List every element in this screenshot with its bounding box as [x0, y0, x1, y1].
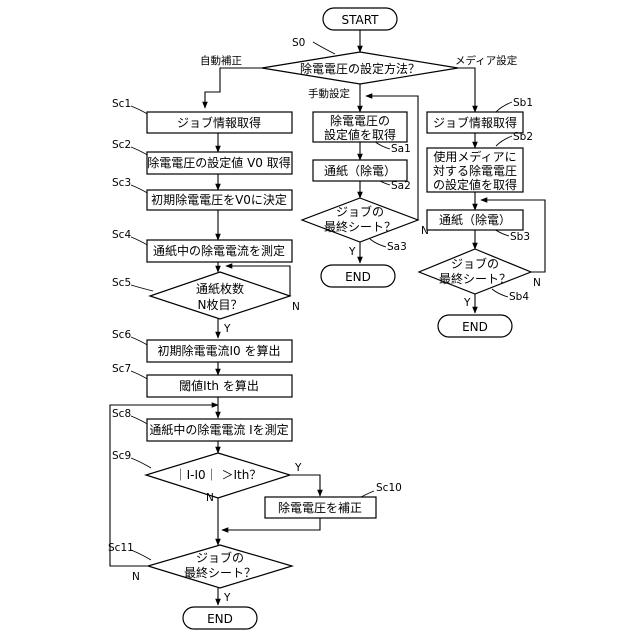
- step-sb2: 使用メディアに 対する除電電圧 の設定値を取得 Sb2: [427, 131, 533, 192]
- step-label-sc1: Sc1: [112, 98, 131, 110]
- decision-sc11-line2: 最終シート？: [184, 565, 256, 580]
- step-sb2-line2: 対する除電電圧: [433, 163, 517, 178]
- end-terminal-manual: END: [321, 265, 395, 287]
- step-label-sc9: Sc9: [112, 450, 131, 462]
- step-sc6-text: 初期除電電流I0 を算出: [158, 343, 281, 358]
- end-label-media: END: [462, 320, 488, 334]
- sc9-yes-label: Y: [294, 462, 302, 474]
- step-sc6: 初期除電電流I0 を算出 Sc6: [112, 329, 292, 362]
- step-label-sc2: Sc2: [112, 139, 131, 151]
- start-terminal: START: [323, 8, 397, 30]
- step-sc1: ジョブ情報取得 Sc1: [112, 98, 292, 133]
- step-label-sb2: Sb2: [513, 131, 533, 143]
- step-sc2-text: 除電電圧の設定値 V0 取得: [147, 155, 290, 170]
- step-label-sc3: Sc3: [112, 177, 131, 189]
- step-sa2: 通紙（除電） Sa2: [313, 160, 411, 192]
- decision-sb4-line1: ジョブの: [451, 256, 499, 271]
- step-label-sc4: Sc4: [112, 229, 131, 241]
- decision-sb4: ジョブの 最終シート？ Sb4 N Y: [419, 249, 541, 309]
- decision-sc11-line1: ジョブの: [196, 550, 244, 565]
- step-sc3-text: 初期除電電圧をV0に決定: [151, 192, 287, 207]
- step-sc8-text: 通紙中の除電電流 Iを測定: [149, 422, 288, 437]
- step-label-sc6: Sc6: [112, 329, 131, 341]
- start-label: START: [341, 13, 379, 27]
- decision-sc9-text: ｜I-I0｜ ＞Ith？: [175, 468, 262, 482]
- sc11-yes-label: Y: [223, 592, 231, 604]
- sc5-yes-label: Y: [223, 323, 231, 335]
- decision-sc9: ｜I-I0｜ ＞Ith？ Sc9 Y N: [112, 450, 302, 504]
- step-sa1-line1: 除電電圧の: [330, 113, 390, 128]
- step-label-sc5: Sc5: [112, 277, 131, 289]
- sc5-no-label: N: [292, 301, 300, 313]
- decision-sc11: ジョブの 最終シート？ Sc11 N Y: [108, 542, 292, 604]
- step-label-sc8: Sc8: [112, 408, 131, 420]
- end-label-manual: END: [345, 270, 371, 284]
- branch-label-manual: 手動設定: [308, 87, 350, 100]
- step-label-sa3: Sa3: [387, 241, 407, 253]
- decision-sc5: 通紙枚数 N枚目？ Sc5 N Y: [112, 272, 300, 335]
- step-sa1-line2: 設定値を取得: [324, 127, 396, 142]
- end-terminal-media: END: [438, 315, 512, 337]
- sa3-yes-label: Y: [348, 246, 356, 258]
- step-label-sb3: Sb3: [510, 231, 530, 243]
- step-sc7-text: 閾値Ith を算出: [179, 378, 259, 393]
- step-sc2: 除電電圧の設定値 V0 取得 Sc2: [112, 139, 292, 174]
- step-label-sc10: Sc10: [376, 482, 402, 494]
- sc11-no-label: N: [132, 571, 140, 583]
- step-sc10-text: 除電電圧を補正: [278, 500, 362, 515]
- step-label-sa1: Sa1: [391, 143, 411, 155]
- step-sc7: 閾値Ith を算出 Sc7: [112, 363, 292, 397]
- step-sc4-text: 通紙中の除電電流を測定: [153, 243, 285, 258]
- step-sb3: 通紙（除電） Sb3: [427, 210, 530, 243]
- step-sc3: 初期除電電圧をV0に決定 Sc3: [112, 177, 292, 210]
- step-sa1: 除電電圧の 設定値を取得 Sa1: [313, 112, 411, 155]
- step-sc8: 通紙中の除電電流 Iを測定 Sc8: [112, 408, 292, 441]
- decision-s0-text: 除電電圧の設定方法？: [300, 61, 420, 76]
- end-label-auto: END: [207, 612, 233, 626]
- step-label-s0: S0: [292, 37, 305, 49]
- decision-sa3-line1: ジョブの: [336, 204, 384, 219]
- step-label-sa2: Sa2: [391, 180, 411, 192]
- step-sb1-text: ジョブ情報取得: [433, 115, 517, 130]
- step-sb1: ジョブ情報取得 Sb1: [427, 97, 533, 133]
- sb4-no-label: N: [533, 277, 541, 289]
- step-sb2-line3: の設定値を取得: [433, 177, 517, 192]
- step-label-sc11: Sc11: [108, 542, 134, 554]
- step-sb3-text: 通紙（除電）: [439, 212, 511, 227]
- step-sc10: 除電電圧を補正 Sc10: [265, 482, 402, 518]
- step-sc4: 通紙中の除電電流を測定 Sc4: [112, 229, 292, 262]
- step-sb2-line1: 使用メディアに: [433, 149, 516, 164]
- step-label-sc7: Sc7: [112, 363, 131, 375]
- decision-sa3-line2: 最終シート？: [324, 219, 396, 234]
- decision-sc5-line1: 通紙枚数: [196, 281, 244, 296]
- sc9-no-label: N: [206, 492, 214, 504]
- decision-sb4-line2: 最終シート？: [439, 271, 511, 286]
- end-terminal-auto: END: [183, 607, 257, 629]
- step-sc1-text: ジョブ情報取得: [177, 115, 261, 130]
- decision-sc5-line2: N枚目？: [198, 297, 243, 312]
- sb4-yes-label: Y: [463, 297, 471, 309]
- branch-label-auto: 自動補正: [200, 54, 242, 67]
- branch-label-media: メディア設定: [455, 54, 518, 67]
- step-label-sb1: Sb1: [513, 97, 533, 109]
- step-sa2-text: 通紙（除電）: [324, 163, 396, 178]
- decision-sa3: ジョブの 最終シート？ Sa3 N Y: [302, 198, 429, 258]
- step-label-sb4: Sb4: [509, 291, 529, 303]
